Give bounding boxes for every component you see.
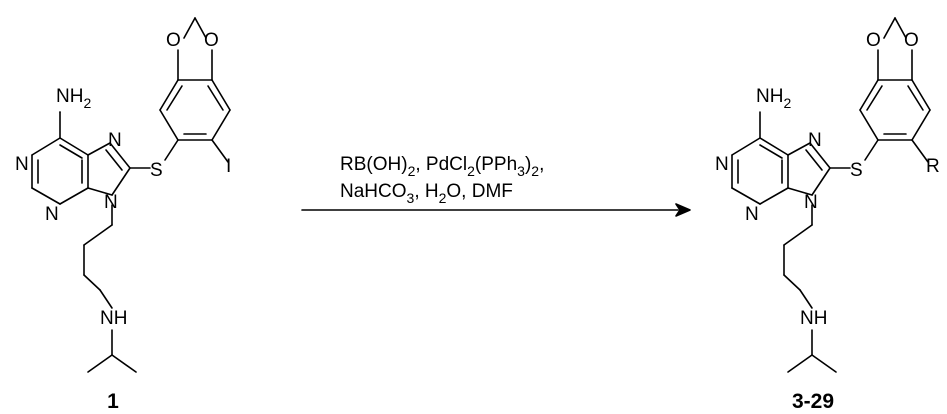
- product-atom-o-right: O: [904, 30, 919, 51]
- product-bonds: [731, 17, 931, 373]
- reactant-atom-i: I: [226, 156, 231, 177]
- reactant-atom-s: S: [150, 160, 163, 181]
- reactant-bonds: [31, 17, 231, 373]
- reaction-arrow: [301, 203, 691, 217]
- reaction-conditions-line1: RB(OH)2, PdCl2(PPh3)2,: [340, 154, 544, 179]
- product-atom-nh: NH: [800, 308, 827, 329]
- reactant-atom-n-left: N: [15, 154, 29, 175]
- reaction-conditions-line2: NaHCO3, H2O, DMF: [340, 181, 513, 206]
- reactant-nh2-label: NH2: [56, 86, 91, 111]
- product-atom-n-top: N: [808, 130, 822, 151]
- product-atom-n-left: N: [715, 154, 729, 175]
- product-atom-n-ring: N: [804, 192, 818, 213]
- product-atom-o-left: O: [866, 30, 881, 51]
- product-structure: NH2 N N N N S O O R NH 3-29: [715, 17, 940, 413]
- reactant-atom-nh: NH: [100, 308, 127, 329]
- reactant-atom-o-left: O: [166, 30, 181, 51]
- product-atom-s: S: [850, 160, 863, 181]
- reactant-structure: NH2 N N N N S O O I NH 1: [15, 17, 231, 413]
- reactant-atom-n-bottom: N: [45, 204, 59, 225]
- product-label: 3-29: [792, 390, 834, 413]
- product-atom-n-bottom: N: [745, 204, 759, 225]
- reactant-atom-n-top: N: [108, 130, 122, 151]
- reactant-label: 1: [107, 390, 119, 413]
- product-nh2-label: NH2: [756, 86, 791, 111]
- reactant-atom-o-right: O: [204, 30, 219, 51]
- reactant-atom-n-ring: N: [104, 192, 118, 213]
- product-atom-r: R: [926, 156, 940, 177]
